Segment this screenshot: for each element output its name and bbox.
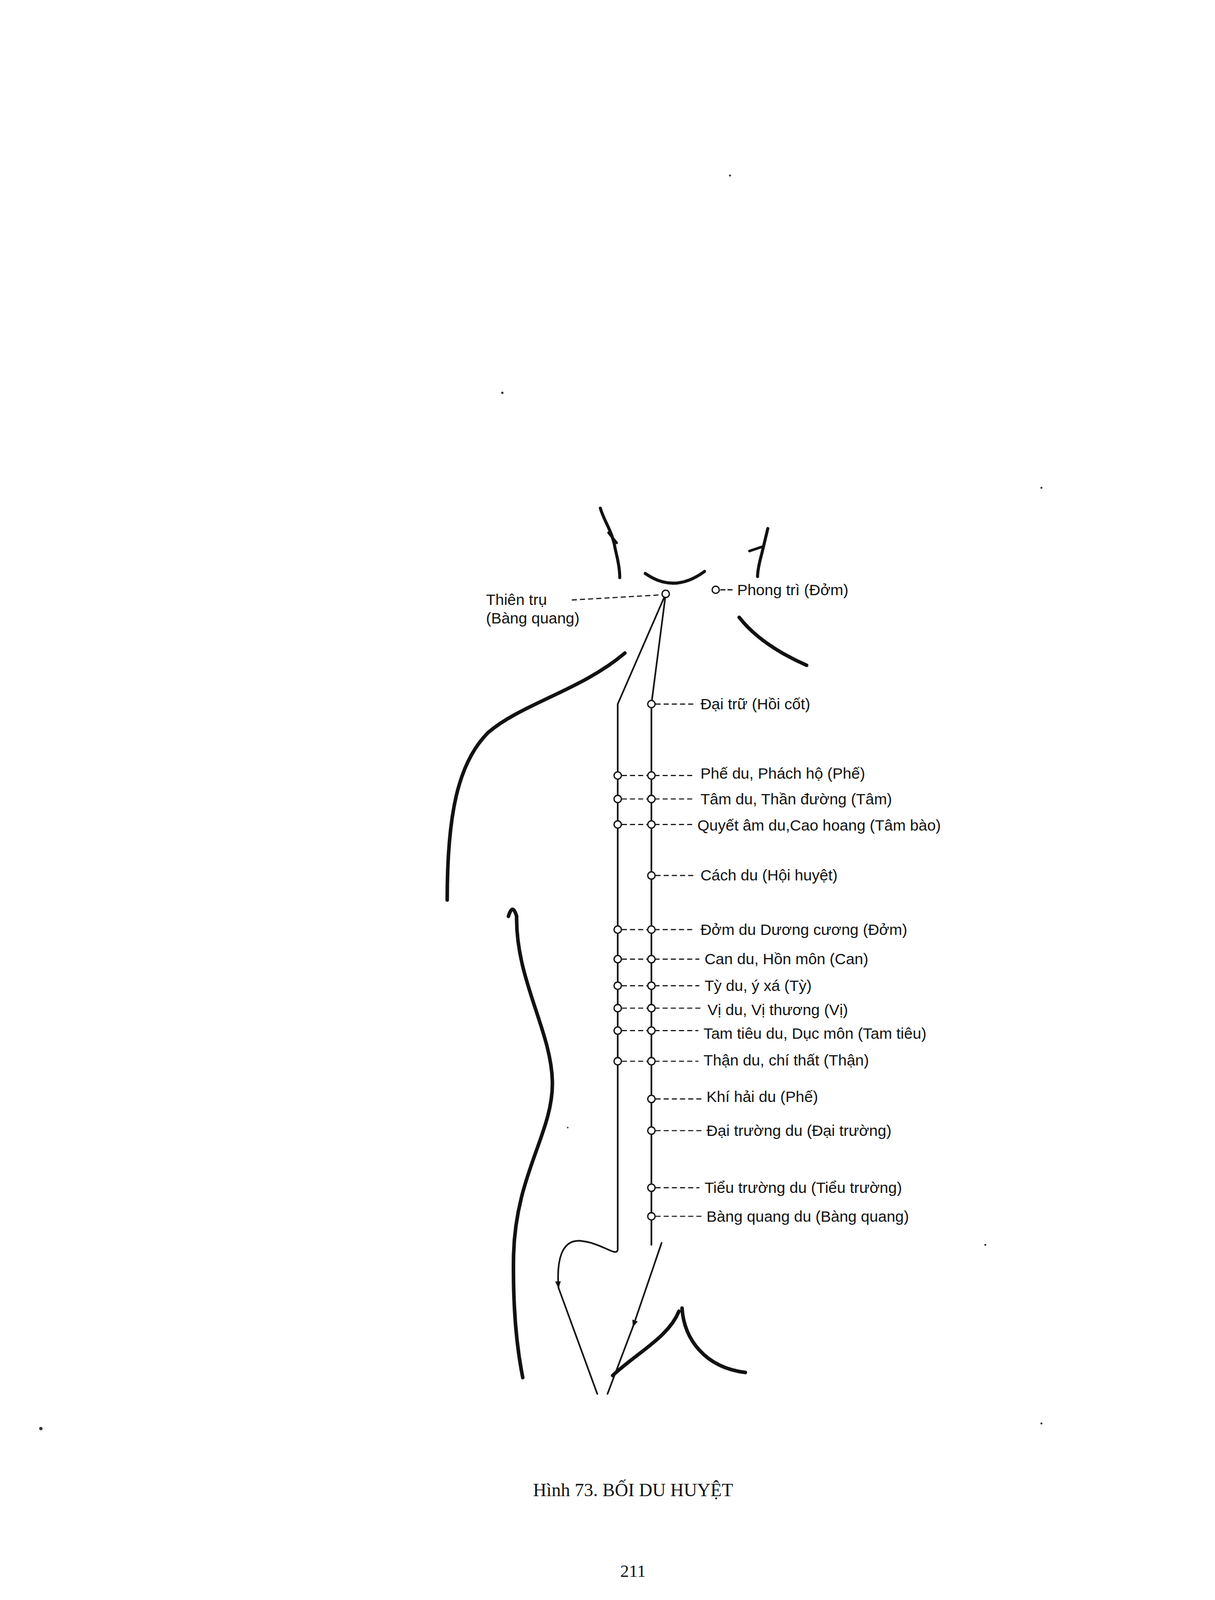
point-label: Tỳ du, ý xá (Tỳ)	[704, 976, 812, 996]
neck-outline	[749, 547, 763, 552]
scan-speck	[39, 1427, 43, 1431]
point-label: Tiểu trường du (Tiểu trường)	[704, 1179, 902, 1198]
acupoint-marker	[613, 955, 622, 964]
neck-outline	[600, 508, 621, 578]
leader-line	[621, 1030, 699, 1032]
point-label: Phế du, Phách hộ (Phế)	[700, 764, 865, 784]
acupoint-marker	[613, 926, 622, 934]
leader-line	[621, 958, 700, 960]
meridian-line	[632, 1243, 662, 1328]
scan-speck	[729, 174, 732, 177]
leader-line	[621, 824, 693, 826]
scan-speck	[1040, 486, 1043, 489]
point-label: Phong trì (Đởm)	[737, 581, 849, 600]
acupoint-marker	[647, 700, 656, 709]
acupoint-marker	[712, 586, 720, 594]
acupoint-marker	[613, 821, 622, 829]
acupoint-marker	[647, 1027, 656, 1035]
shoulder-outline	[739, 617, 807, 666]
scan-speck	[984, 1244, 987, 1247]
acupoint-marker	[647, 1095, 656, 1103]
leader-line	[655, 703, 696, 705]
acupoint-marker	[647, 772, 656, 780]
acupoint-marker	[613, 1027, 622, 1035]
acupoint-marker	[647, 1004, 656, 1012]
head-outline	[645, 571, 705, 584]
leader-line	[571, 594, 661, 601]
leader-line	[655, 1098, 702, 1100]
acupoint-marker	[647, 1184, 656, 1192]
acupoint-marker	[647, 982, 656, 990]
point-label: Tâm du, Thần đường (Tâm)	[700, 790, 893, 809]
point-label: Quyết âm du,Cao hoang (Tâm bào)	[697, 816, 941, 836]
buttock-outline	[612, 1311, 679, 1376]
neck-outline	[608, 532, 617, 543]
waist-outline	[508, 909, 553, 1378]
point-label: Khí hải du (Phế)	[706, 1087, 819, 1107]
acupoint-marker	[647, 1127, 656, 1135]
acupoint-marker	[647, 872, 656, 880]
point-label: Cách du (Hội huyệt)	[700, 866, 838, 885]
point-label: Vị du, Vị thương (Vị)	[707, 1001, 848, 1020]
scan-speck	[1040, 1423, 1043, 1426]
leader-line	[621, 985, 700, 987]
shoulder-outline	[447, 653, 626, 901]
leader-line	[655, 1216, 702, 1218]
buttock-outline	[681, 1308, 746, 1373]
acupoint-marker	[647, 926, 656, 934]
leader-line	[621, 1007, 703, 1009]
acupoint-marker	[662, 590, 670, 598]
leader-line	[655, 1130, 702, 1132]
point-label: Thận du, chí thất (Thận)	[703, 1051, 869, 1071]
scan-speck	[566, 1127, 569, 1129]
point-label: Thiên trụ (Bàng quang)	[485, 590, 582, 628]
leader-line	[655, 875, 696, 877]
point-label: Đởm du Dương cương (Đởm)	[700, 920, 908, 940]
meridian-line	[651, 593, 666, 1246]
acupoint-marker	[613, 795, 622, 803]
leader-line	[655, 1187, 700, 1189]
point-label: Can du, Hồn môn (Can)	[704, 950, 869, 969]
acupoint-marker	[647, 821, 656, 829]
acupoint-marker	[647, 795, 656, 803]
acupoint-marker	[613, 982, 622, 990]
figure-caption: Hình 73. BỐI DU HUYỆT	[533, 1479, 734, 1502]
point-label: Bàng quang du (Bàng quang)	[706, 1207, 910, 1227]
meridian-line	[557, 593, 666, 1289]
acupoint-marker	[613, 772, 622, 780]
leader-line	[621, 775, 696, 777]
acupoint-marker	[613, 1004, 622, 1012]
point-label: Đại trường du (Đại trường)	[706, 1121, 892, 1141]
leader-line	[720, 589, 734, 591]
point-label: Tam tiêu du, Dục môn (Tam tiêu)	[703, 1024, 927, 1044]
acupoint-marker	[647, 1212, 656, 1221]
scan-speck	[501, 391, 504, 395]
acupoint-marker	[647, 955, 656, 964]
leader-line	[621, 1061, 699, 1063]
point-label: Đại trữ (Hồi cốt)	[700, 695, 810, 714]
acupoint-marker	[647, 1058, 656, 1066]
meridian-line	[607, 1327, 634, 1395]
meridian-line	[558, 1288, 597, 1394]
neck-outline	[757, 528, 768, 577]
leader-line	[621, 929, 696, 931]
leader-line	[621, 798, 696, 800]
acupoint-marker	[613, 1058, 622, 1066]
page-number: 211	[620, 1562, 646, 1582]
